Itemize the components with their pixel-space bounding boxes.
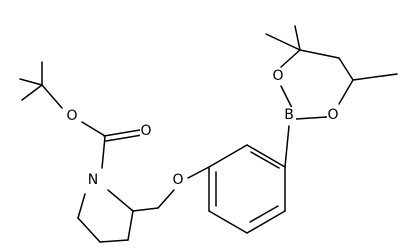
bond-o-upper-c-quat — [280, 49, 301, 68]
bond-chme-methyl — [352, 73, 398, 81]
bond-ar-c2-c3 — [246, 144, 286, 168]
atom-b: B — [283, 107, 296, 124]
bond-c5-c4 — [77, 217, 101, 243]
atom-label-o-ester: O — [66, 108, 77, 124]
atom-label-o-ring-right: O — [327, 107, 338, 123]
atom-label-o-ether: O — [172, 172, 183, 188]
bond-o-right-b — [295, 116, 328, 120]
bond-ar-c5-c6 — [208, 210, 248, 234]
bonds — [19, 25, 398, 243]
atom-n: N — [86, 172, 100, 189]
atom-label-n: N — [88, 172, 98, 188]
bond-ar-c1-c2 — [208, 144, 248, 168]
bond-c-quat-methyl-b — [265, 33, 301, 51]
atom-label-o-ring-upper: O — [272, 68, 283, 84]
bond-c3-c2 — [127, 210, 134, 241]
bond-tbu-methyl-left — [19, 78, 43, 86]
bond-carbonyl-c-n — [101, 136, 106, 169]
atom-label-o-carbonyl: O — [140, 123, 151, 139]
bond-ch2-ether-o — [157, 189, 175, 209]
bond-b-o-upper — [280, 85, 293, 109]
bond-c-quat-ch2 — [299, 49, 340, 59]
bond-chme-o-right — [338, 79, 354, 105]
bond-tbu-methyl-upper — [21, 84, 43, 101]
bond-carbonyl-double-a — [103, 129, 141, 137]
bond-ar-inner-1 — [250, 151, 280, 169]
bond-c2-ch2 — [132, 207, 159, 212]
bond-c-quat-methyl-a — [294, 25, 301, 51]
bond-c4-c3 — [99, 239, 129, 243]
atom-o-ester: O — [66, 108, 79, 125]
bond-aryl-b — [284, 125, 290, 168]
bond-ch2-chme — [338, 57, 354, 81]
atom-labels: O O N O B O O — [66, 68, 340, 189]
bond-tbu-quaternary-ester-o — [41, 84, 63, 109]
bond-carbonyl-double-b — [105, 134, 143, 142]
bond-ar-inner-2 — [249, 205, 279, 223]
bond-ar-c4-c5 — [246, 210, 286, 234]
atom-o-carbonyl: O — [140, 123, 153, 140]
atom-o-ether: O — [172, 172, 185, 189]
bond-ester-o-carbonyl-c — [81, 121, 106, 137]
bond-c2-n — [107, 189, 134, 212]
atom-o-ring-right: O — [327, 107, 340, 124]
atom-label-b: B — [284, 107, 294, 123]
bond-n-c5 — [77, 193, 86, 219]
atom-o-ring-upper: O — [272, 68, 285, 85]
bond-ether-o-aryl — [187, 166, 210, 179]
